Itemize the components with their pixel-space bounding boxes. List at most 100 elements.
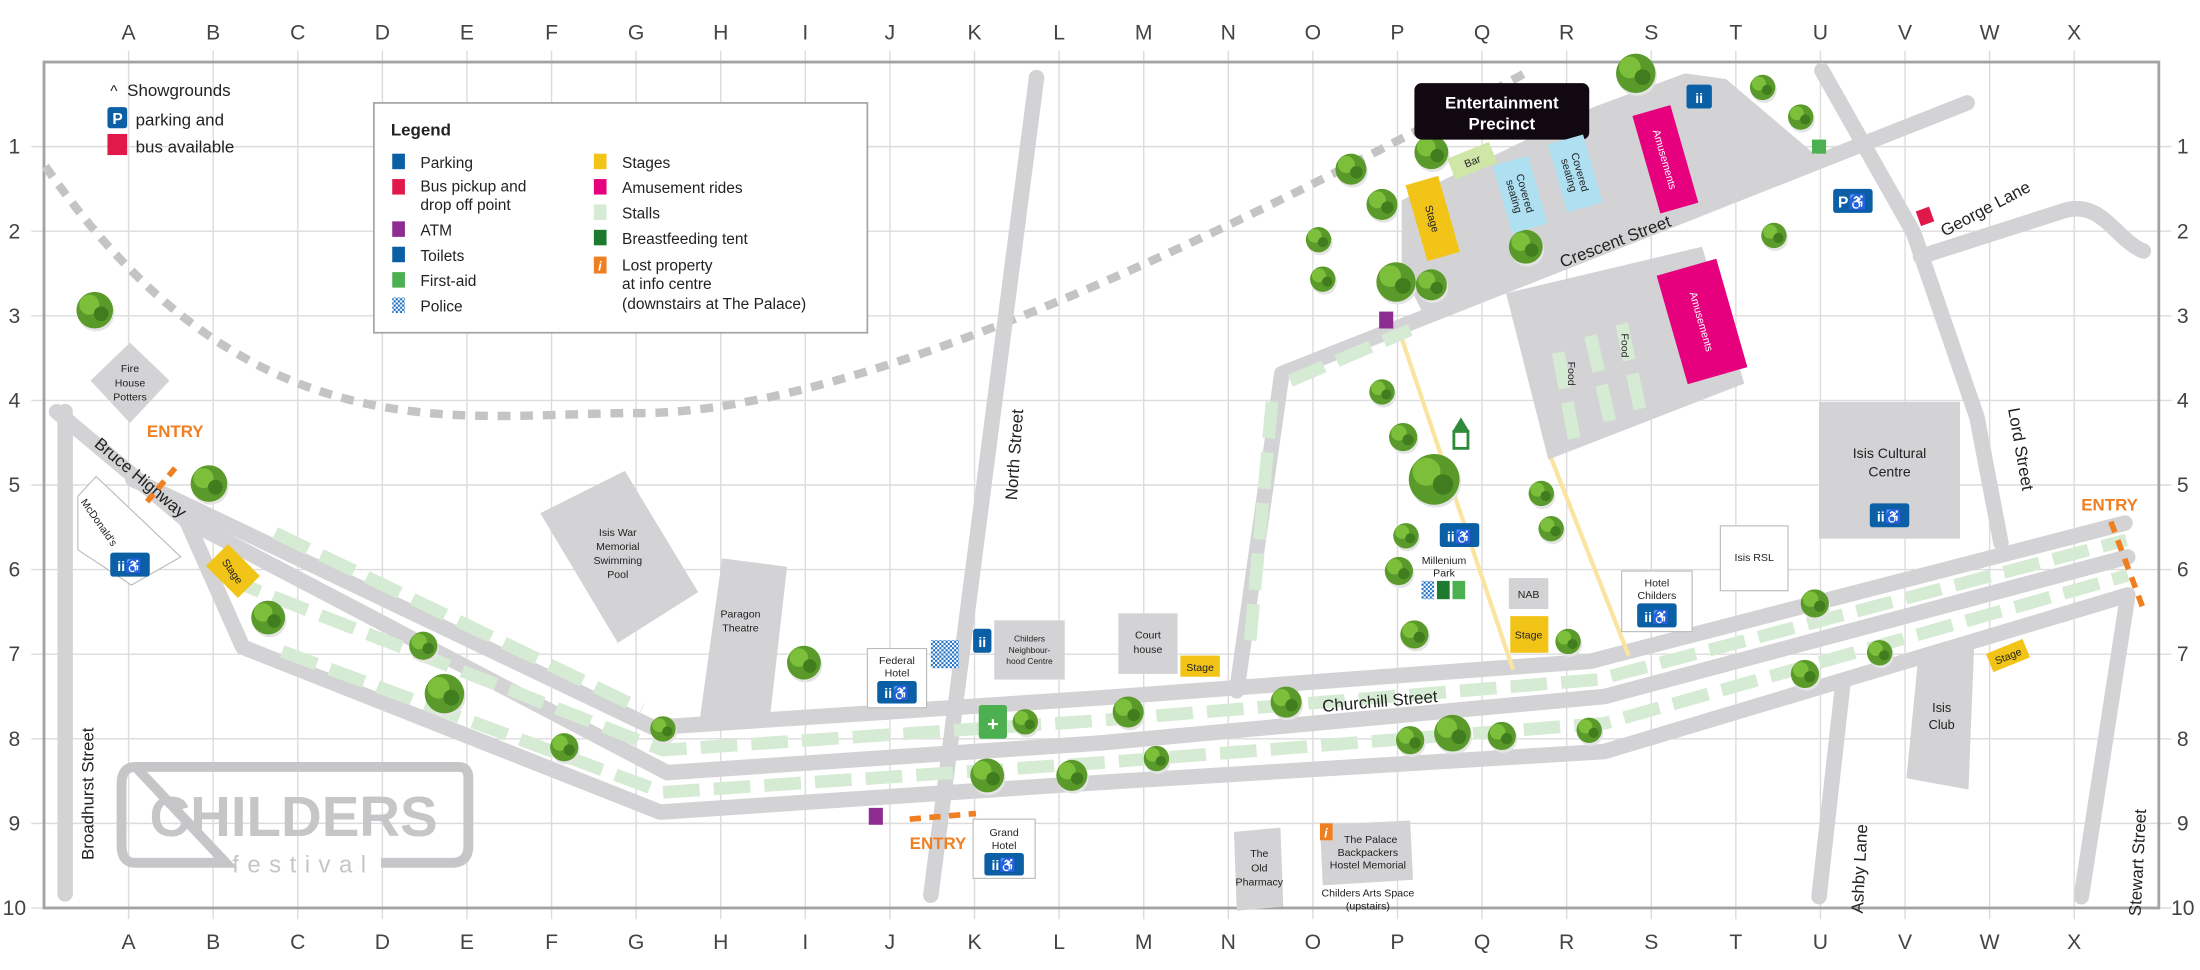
- legend-atm: ATM: [420, 222, 452, 239]
- street-lord: Lord Street: [2004, 406, 2037, 492]
- tree-icon: [1393, 523, 1421, 552]
- grid-column-label-top: R: [1559, 21, 1574, 44]
- grand-hotel: Grand Hotel ii♿: [972, 818, 1036, 879]
- precinct-line1: Entertainment: [1445, 94, 1559, 113]
- legend-amusements: Amusement rides: [622, 180, 743, 197]
- grid-row-label-right: 1: [2177, 136, 2189, 159]
- police-icon: [1421, 580, 1435, 600]
- legend-bus: Bus pickup and: [420, 179, 526, 196]
- isis-rsl: Isis RSL: [1719, 525, 1789, 592]
- label: Memorial: [596, 541, 639, 553]
- entry-label-east[interactable]: ENTRY: [2081, 495, 2138, 514]
- grid-column-label-bottom: I: [802, 931, 808, 954]
- logo-main: CHILDERS: [149, 785, 437, 848]
- label: Childers: [1014, 633, 1045, 643]
- grid-column-label-top: G: [628, 21, 644, 44]
- svg-text:+: +: [987, 713, 999, 735]
- grid-column-label-bottom: L: [1053, 931, 1065, 954]
- grid-column-label-bottom: A: [122, 931, 137, 954]
- legend-breastfeeding: Breastfeeding tent: [622, 231, 749, 248]
- parking-label: parking and: [136, 110, 224, 129]
- stage-label: Stage: [1186, 662, 1214, 674]
- stage: Stage: [206, 544, 260, 598]
- entertainment-precinct-label: Entertainment Precinct: [1414, 83, 1590, 140]
- grid-column-label-top: F: [545, 21, 558, 44]
- grid-column-label-bottom: S: [1644, 931, 1658, 954]
- svg-text:ii: ii: [1695, 90, 1703, 106]
- street-broadhurst: Broadhurst Street: [78, 727, 97, 860]
- label: Grand: [989, 827, 1018, 839]
- tree-icon: [1012, 709, 1040, 738]
- amusements: [1656, 258, 1748, 385]
- bar: [1447, 141, 1498, 180]
- grid-column-label-top: X: [2067, 21, 2081, 44]
- stewart-street-road: [2073, 587, 2136, 905]
- tree-icon: [1400, 620, 1430, 652]
- grid-column-label-top: M: [1135, 21, 1153, 44]
- legend-lost-property-2: at info centre: [622, 276, 712, 293]
- label: Fire: [121, 363, 139, 375]
- info-icon: [593, 256, 607, 274]
- grid-row-label-right: 2: [2177, 220, 2189, 243]
- tree-icon: [1414, 135, 1450, 173]
- entry-label-west[interactable]: ENTRY: [147, 422, 204, 441]
- legend-stalls: Stalls: [622, 206, 660, 223]
- bus-stop-icon: [1915, 206, 1935, 227]
- bar-label: Bar: [1463, 153, 1483, 170]
- churchill-south-road: [178, 512, 2136, 820]
- stage: Stage: [1180, 655, 1220, 677]
- federal-hotel: Federal Hotel ii♿: [866, 647, 928, 709]
- legend-title: Legend: [391, 120, 451, 139]
- food-label: Food: [1565, 362, 1577, 386]
- legend-stages: Stages: [622, 155, 671, 172]
- bus-label: bus available: [136, 137, 235, 156]
- grid-row-label-right: 7: [2177, 643, 2189, 666]
- label: Swimming: [593, 555, 642, 567]
- grid-column-label-bottom: G: [628, 931, 644, 954]
- label: Pool: [607, 569, 628, 581]
- trees: [76, 53, 1894, 796]
- ashby-lane-road: [1811, 674, 1851, 905]
- label: Isis Cultural: [1853, 445, 1927, 461]
- arts-space-label: (upstairs): [1346, 900, 1390, 912]
- nab: NAB: [1508, 578, 1549, 610]
- tree-icon: [1790, 659, 1821, 691]
- label: Hostel Memorial: [1330, 859, 1406, 871]
- grid-column-label-bottom: Q: [1474, 931, 1490, 954]
- grid-column-label-top: C: [290, 21, 305, 44]
- grid-row-label-right: 10: [2171, 897, 2195, 920]
- tree-icon: [1396, 726, 1426, 758]
- covered-seating: [1492, 155, 1548, 234]
- parking-icon: [392, 153, 405, 170]
- svg-text:ii♿: ii♿: [1644, 609, 1669, 626]
- tree-icon: [1800, 589, 1831, 621]
- the-old-pharmacy: The Old Pharmacy: [1233, 827, 1284, 911]
- showgrounds-note: ^ Showgrounds P parking and bus availabl…: [107, 81, 234, 156]
- parking-icon-letter: P: [112, 111, 122, 128]
- grid-column-label-top: D: [375, 21, 390, 44]
- food-label: Food: [1619, 333, 1631, 357]
- street-ashby: Ashby Lane: [1848, 824, 1872, 914]
- legend-toilets: Toilets: [420, 248, 464, 265]
- grid-column-label-bottom: D: [375, 931, 390, 954]
- grid-column-label-top: K: [967, 21, 981, 44]
- isis-cultural-centre: Isis Cultural Centre ii♿: [1819, 401, 1961, 539]
- first-aid-icon: [392, 272, 405, 288]
- grid-column-label-top: B: [206, 21, 220, 44]
- stage: [1405, 175, 1460, 262]
- tree-icon: [1434, 714, 1473, 755]
- grid-column-label-bottom: J: [885, 931, 896, 954]
- arts-space-label: Childers Arts Space: [1321, 888, 1414, 900]
- grid-column-label-bottom: U: [1813, 931, 1828, 954]
- entry-label-south[interactable]: ENTRY: [910, 834, 967, 853]
- grid-row-label-left: 6: [9, 559, 21, 582]
- tree-icon: [1310, 266, 1337, 295]
- label: The Palace: [1344, 834, 1398, 846]
- label: NAB: [1518, 589, 1540, 601]
- first-aid-icon: +: [978, 704, 1007, 739]
- label: Isis War: [599, 527, 637, 539]
- grid-column-label-bottom: V: [1898, 931, 1912, 954]
- parking-accessible-icon: P♿: [1833, 188, 1873, 213]
- info-icon: [1319, 823, 1333, 841]
